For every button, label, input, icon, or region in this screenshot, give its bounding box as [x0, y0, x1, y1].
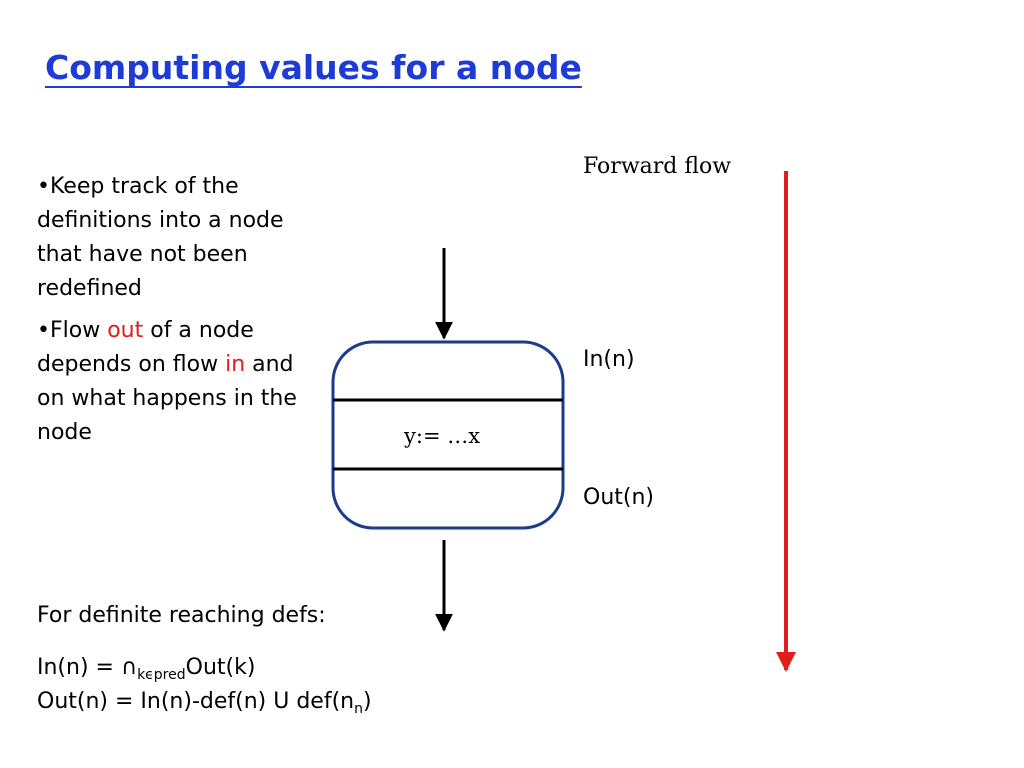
out-label: Out(n): [583, 485, 654, 510]
in-label: In(n): [583, 347, 635, 372]
emphasis-out: out: [107, 318, 144, 343]
equation-text: In(n) = ∩: [37, 655, 138, 680]
equation-text: Out(n) = In(n)-def(n) U def(n: [37, 689, 355, 714]
equation-subscript: kϵpred: [137, 667, 186, 683]
bullet-text: •Flow: [37, 318, 108, 343]
in-equation: In(n) = ∩kϵpredOut(k): [37, 655, 255, 683]
forward-flow-label: Forward flow: [583, 154, 732, 179]
node-box: [331, 340, 565, 530]
slide-title: Computing values for a node: [45, 48, 582, 87]
equation-text: Out(k): [185, 655, 256, 680]
bullet-item-flow: •Flow out of a node depends on flow in a…: [37, 314, 302, 450]
equation-text: ): [362, 689, 372, 714]
definite-defs-heading: For definite reaching defs:: [37, 603, 326, 628]
out-equation: Out(n) = In(n)-def(n) U def(nn): [37, 689, 372, 717]
bullet-text: of a node depends on flow: [37, 318, 254, 377]
emphasis-in: in: [225, 352, 246, 377]
node-statement: y:= …x: [404, 424, 481, 448]
bullet-item-definitions: •Keep track of the definitions into a no…: [37, 170, 302, 306]
bullet-text: and on what happens in the node: [37, 352, 297, 445]
bullet-list: •Keep track of the definitions into a no…: [37, 170, 302, 458]
bullet-text: •Keep track of the definitions into a no…: [37, 174, 284, 301]
equation-subscript: n: [354, 701, 363, 717]
